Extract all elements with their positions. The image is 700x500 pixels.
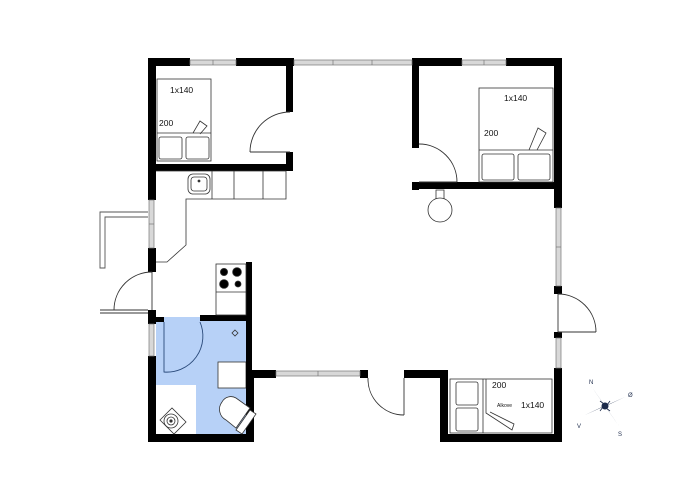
sink-icon xyxy=(187,173,211,195)
stove-icon xyxy=(215,263,247,316)
compass-west: V xyxy=(577,424,581,430)
left-railing xyxy=(99,211,148,269)
door-bedroom-top-right xyxy=(418,143,458,183)
door-bottom xyxy=(367,377,405,416)
compass-north: N xyxy=(589,380,593,386)
bed-length-label: 200 xyxy=(492,380,506,390)
washbasin-icon xyxy=(159,407,187,435)
alcove-label: Alkove xyxy=(497,403,512,409)
toilet-icon xyxy=(219,396,257,435)
window-left-bathroom xyxy=(148,323,155,357)
windows xyxy=(148,59,562,377)
kitchen xyxy=(156,170,287,316)
bed-width-label: 1x140 xyxy=(521,400,544,410)
shower-drain-icon xyxy=(231,329,239,337)
doors xyxy=(100,111,597,416)
compass-east: Ø xyxy=(628,393,633,399)
door-entrance-left xyxy=(100,271,153,314)
compass-south: S xyxy=(618,432,622,438)
door-bedroom-top-left xyxy=(249,111,291,153)
bed-top-right: 1x140 200 xyxy=(478,87,554,183)
bed-length-label: 200 xyxy=(159,118,173,128)
interior-walls xyxy=(148,58,562,378)
door-bathroom xyxy=(163,321,204,373)
bed-alcove: 200 Alkove 1x140 xyxy=(449,378,553,434)
bed-top-left: 1x140 200 xyxy=(156,78,212,162)
window-right-lower xyxy=(555,337,562,369)
door-right-terrace xyxy=(557,293,597,333)
bed-width-label: 1x140 xyxy=(170,85,193,95)
window-top-center xyxy=(293,59,413,66)
bathroom-fixtures xyxy=(159,329,257,435)
wood-stove-icon xyxy=(427,189,453,223)
compass-rose-icon: N Ø S V xyxy=(577,380,633,438)
exterior-walls xyxy=(148,58,562,442)
bed-width-label: 1x140 xyxy=(504,93,527,103)
bed-length-label: 200 xyxy=(484,128,498,138)
